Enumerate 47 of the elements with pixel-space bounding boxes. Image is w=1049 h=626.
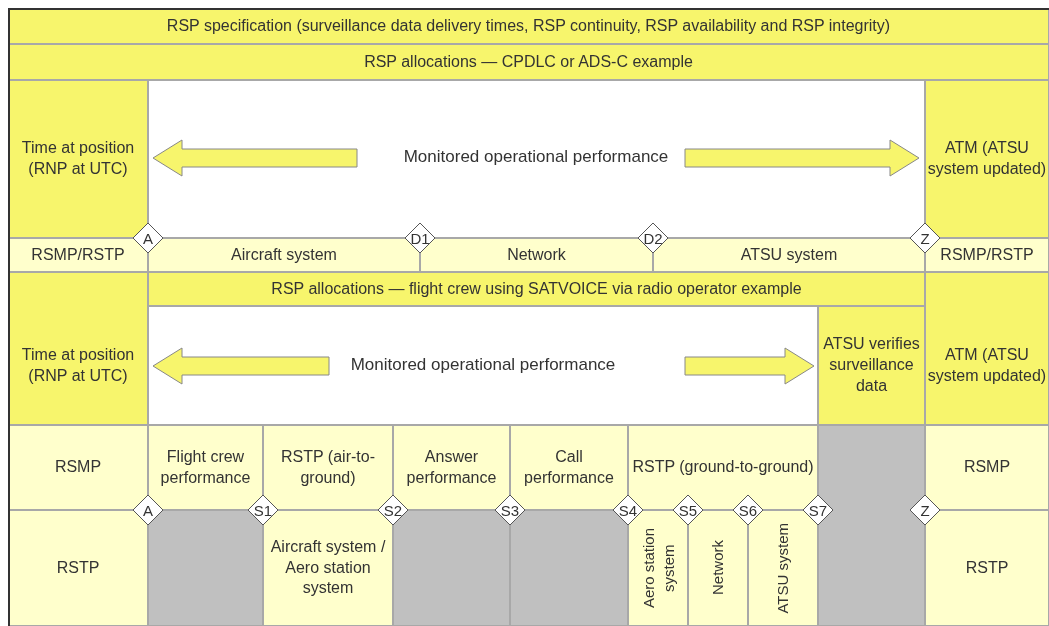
- segment-label: Aircraft system: [231, 244, 337, 265]
- segment-label: RSTP (ground-to-ground): [632, 457, 814, 478]
- segment-label: Network: [708, 540, 728, 596]
- segment-label: RSMP: [54, 457, 102, 478]
- segment-label: ATSU verifies surveillance data: [822, 334, 921, 396]
- heading-text: RSP specification (surveillance data delivery times, RSP continuity, RSP availability and RSP integrity): [166, 15, 891, 36]
- point-label: Z: [920, 229, 930, 247]
- segment-label: RSMP/RSTP: [31, 244, 125, 265]
- segment-label: RSTP: [965, 557, 1009, 578]
- heading-text: RSP allocations — CPDLC or ADS-C example: [364, 51, 693, 72]
- segment-label: RSMP/RSTP: [940, 244, 1034, 265]
- segment-label: Network: [507, 244, 566, 265]
- point-label: D2: [643, 229, 663, 247]
- segment-label: ATSU system: [773, 522, 793, 614]
- point-label: S3: [500, 501, 520, 519]
- segment-label: Flight crew performance: [159, 446, 252, 488]
- point-label: S5: [678, 501, 698, 519]
- header-band: [8, 44, 1049, 80]
- point-label: D1: [410, 229, 430, 247]
- heading-text: RSP allocations — flight crew using SATVOICE via radio operator example: [271, 278, 802, 299]
- segment-label: Call performance: [523, 446, 615, 488]
- segment-label: Aircraft system / Aero station system: [269, 536, 387, 599]
- verification-panel: [818, 306, 925, 425]
- segment-label: Time at position (RNP at UTC): [20, 138, 136, 179]
- point-label: S4: [618, 501, 638, 519]
- header-band: [148, 272, 925, 306]
- segment-label: ATM (ATSU system updated): [926, 138, 1048, 179]
- performance-label: Monitored operational performance: [350, 355, 616, 375]
- segment-label: Answer performance: [405, 446, 498, 488]
- performance-label: Monitored operational performance: [403, 147, 669, 167]
- endpoint-panel: [8, 272, 148, 425]
- point-label: S2: [383, 501, 403, 519]
- segment-label: ATM (ATSU system updated): [926, 344, 1048, 386]
- segment-label: RSTP: [56, 557, 100, 578]
- segment-label: RSTP (air-to-ground): [280, 446, 376, 488]
- point-label: S1: [253, 501, 273, 519]
- point-label: A: [143, 229, 153, 247]
- segment-label: ATSU system: [740, 244, 838, 265]
- segment-label: Aero station system: [638, 527, 678, 611]
- header-band: [8, 8, 1049, 44]
- point-label: S6: [738, 501, 758, 519]
- endpoint-panel: [925, 272, 1049, 425]
- point-label: A: [143, 501, 153, 519]
- point-label: Z: [920, 501, 930, 519]
- segment-label: Time at position (RNP at UTC): [20, 344, 136, 386]
- segment-label: RSMP: [963, 457, 1011, 478]
- point-label: S7: [808, 501, 828, 519]
